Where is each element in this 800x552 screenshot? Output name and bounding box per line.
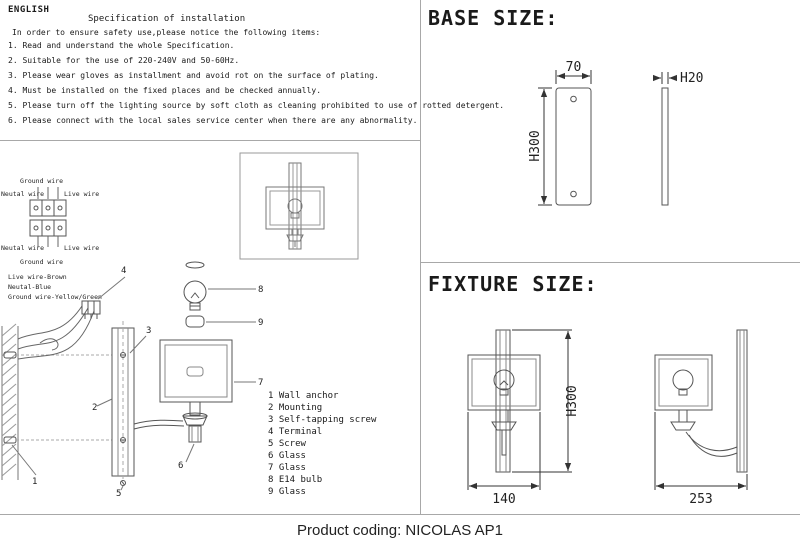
base-thickness-label: H20 (680, 71, 703, 86)
wiring-legend-ground: Ground wire-Yellow/Green (8, 293, 102, 301)
spec-item: 4. Must be installed on the fixed places… (8, 86, 322, 95)
spec-item: 3. Please wear gloves as installment and… (8, 71, 379, 80)
divider-left-horizontal (0, 140, 420, 141)
callout-5: 5 (116, 489, 121, 499)
mounting-plate-drawing (111, 321, 135, 483)
fixture-width-label: 140 (492, 492, 515, 507)
part-item: 6 Glass (268, 451, 306, 461)
fixture-front-view (467, 329, 541, 473)
callout-6: 6 (178, 461, 183, 471)
callout-8: 8 (258, 285, 263, 295)
wires-drawing (17, 305, 95, 360)
wiring-legend-live: Live wire-Brown (8, 273, 67, 281)
part-item: 7 Glass (268, 463, 306, 473)
spec-item: 5. Please turn off the lighting source b… (8, 101, 505, 110)
spec-item: 6. Please connect with the local sales s… (8, 116, 418, 125)
fixture-size-title: FIXTURE SIZE: (428, 272, 598, 296)
part-item: 5 Screw (268, 439, 306, 449)
base-size-drawing: 70 H300 H20 (528, 60, 703, 206)
fixture-depth-dimension (654, 412, 748, 490)
base-front-view (555, 87, 592, 206)
wiring-legend-neutral: Neutal-Blue (8, 283, 51, 291)
terminal-block-drawing (29, 199, 67, 247)
part-item: 8 E14 bulb (268, 475, 323, 485)
spec-title: Specification of installation (88, 14, 246, 24)
callout-7: 7 (258, 378, 263, 388)
glass-shade-drawing (159, 339, 233, 403)
product-coding: Product coding: NICOLAS AP1 (297, 522, 503, 539)
terminal-drawing (81, 300, 101, 319)
small-glass-drawing (185, 315, 205, 328)
base-height-dimension (538, 87, 552, 206)
part-item: 2 Mounting (268, 403, 323, 413)
fixture-size-drawing: H300 140 253 (467, 329, 748, 507)
base-side-view (661, 87, 669, 206)
callout-4: 4 (121, 266, 126, 276)
wiring-label-live-bottom: Live wire (64, 244, 99, 252)
divider-bottom-horizontal (0, 514, 800, 515)
callout-1: 1 (32, 477, 37, 487)
fixture-height-label: H300 (565, 385, 580, 416)
screw-drawing (120, 480, 126, 486)
wiring-diagram: Ground wire Neutal wire Live wire Neutal… (1, 177, 102, 301)
parts-list: 1 Wall anchor 2 Mounting 3 Self-tapping … (268, 390, 376, 498)
wiring-label-ground-bottom: Ground wire (20, 258, 63, 266)
spec-items: 1. Read and understand the whole Specifi… (8, 41, 505, 131)
base-size-title: BASE SIZE: (428, 6, 559, 30)
wiring-label-neutral-top: Neutal wire (1, 190, 44, 198)
bulb-drawing (183, 280, 207, 311)
assembled-view-inset (239, 152, 359, 260)
callout-2: 2 (92, 403, 97, 413)
base-width-dimension (555, 70, 592, 84)
part-item: 3 Self-tapping screw (268, 415, 377, 425)
fixture-height-dimension (512, 329, 572, 473)
fixture-width-dimension (467, 412, 541, 490)
installation-diagram: Ground wire Neutal wire Live wire Neutal… (1, 152, 359, 499)
fixture-depth-label: 253 (689, 492, 712, 507)
callout-leaders (11, 276, 256, 491)
spec-intro: In order to ensure safety use,please not… (12, 28, 321, 37)
divider-right-horizontal (420, 262, 800, 263)
fixture-side-view (654, 329, 748, 473)
part-item: 4 Terminal (268, 427, 323, 437)
base-thickness-dimension (652, 72, 678, 84)
divider-vertical (420, 0, 421, 514)
base-height-label: H300 (528, 130, 543, 161)
exploded-view: 4 8 9 7 2 3 6 1 5 (1, 261, 263, 499)
wiring-label-neutral-bottom: Neutal wire (1, 244, 44, 252)
wall-hatch (1, 323, 19, 480)
base-width-label: 70 (566, 60, 582, 75)
socket-arm-drawing (133, 401, 208, 443)
callout-9: 9 (258, 318, 263, 328)
spec-item: 1. Read and understand the whole Specifi… (8, 41, 235, 50)
canopy-disc (185, 261, 205, 269)
part-item: 9 Glass (268, 487, 306, 497)
part-item: 1 Wall anchor (268, 391, 339, 401)
callout-3: 3 (146, 326, 151, 336)
wiring-label-live-top: Live wire (64, 190, 99, 198)
wiring-label-ground-top: Ground wire (20, 177, 63, 185)
spec-item: 2. Suitable for the use of 220-240V and … (8, 56, 240, 65)
language-label: ENGLISH (8, 5, 50, 15)
